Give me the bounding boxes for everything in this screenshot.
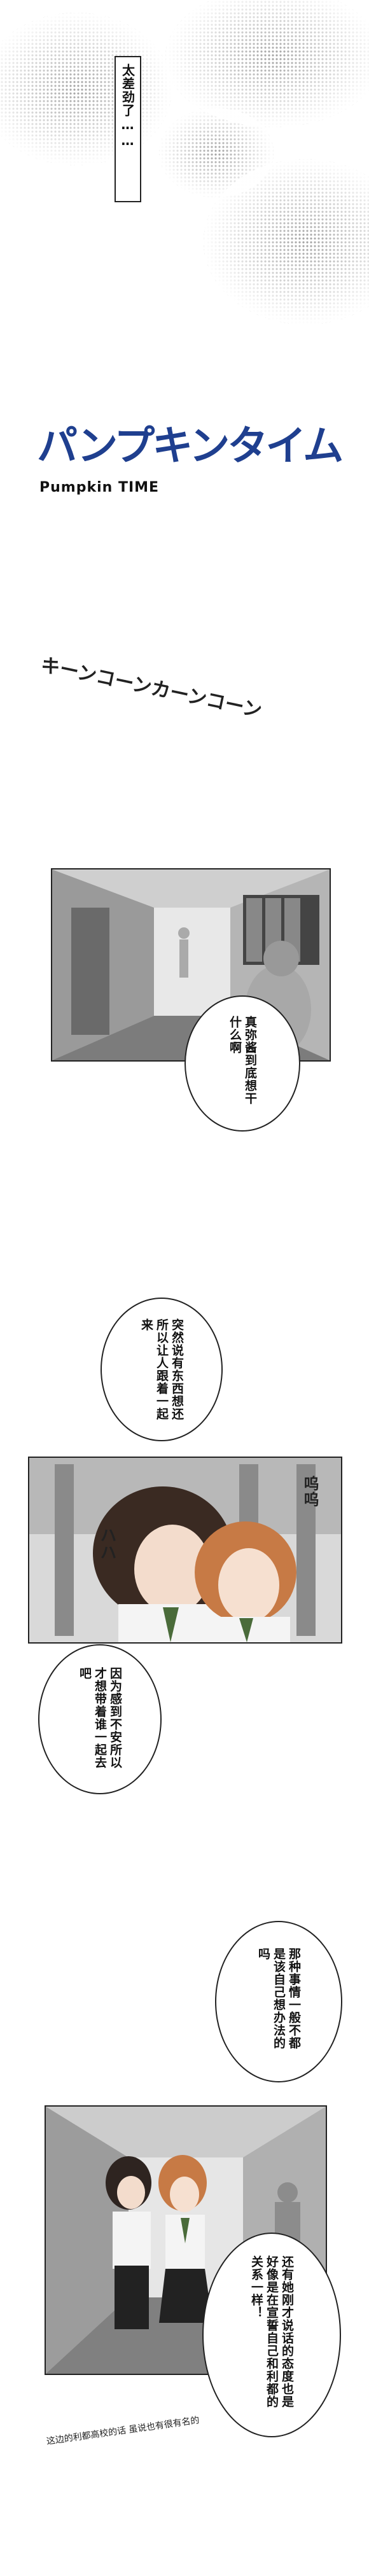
speech-bubble-2: 突然说有东西想还所以让人跟着一起来 — [101, 1298, 223, 1441]
title-english: Pumpkin TIME — [39, 480, 160, 495]
panel-two-girls — [28, 1457, 342, 1644]
title-logo: パンプキンタイム Pumpkin TIME — [37, 413, 344, 528]
speech-text-1: 真弥酱到底想干什么啊 — [228, 1016, 257, 1105]
speech-text-5: 还有她刚才说话的态度也是好像是在宣誓自己和利都的关系一样！ — [249, 2255, 294, 2408]
speech-bubble-1: 真弥酱到底想干什么啊 — [184, 995, 300, 1132]
sfx-sniff: 呜呜 — [301, 1476, 319, 1507]
speech-bubble-3: 因为感到不安所以才想带着谁一起去吧 — [38, 1644, 162, 1794]
two-girls-art — [29, 1458, 341, 1642]
speech-text-4: 那种事情一般不都是该自己想办法的吗 — [256, 1948, 301, 2049]
opening-screentone — [0, 0, 369, 324]
speech-text-3: 因为感到不安所以才想带着谁一起去吧 — [78, 1666, 122, 1769]
handwritten-note: 这边的利都高校的话 虽说也有很有名的 — [46, 2415, 200, 2447]
title-japanese: パンプキンタイム — [37, 423, 344, 470]
opening-caption: 太差劲了…… — [120, 64, 136, 149]
sfx-bell: キーンコーンカーンコーン — [39, 653, 264, 723]
opening-caption-box: 太差劲了…… — [115, 56, 141, 202]
speech-text-2: 突然说有东西想还所以让人跟着一起来 — [139, 1319, 184, 1420]
sfx-laugh: ハハ — [97, 1527, 116, 1561]
speech-bubble-4: 那种事情一般不都是该自己想办法的吗 — [215, 1921, 342, 2082]
speech-bubble-5: 还有她刚才说话的态度也是好像是在宣誓自己和利都的关系一样！ — [202, 2233, 341, 2437]
